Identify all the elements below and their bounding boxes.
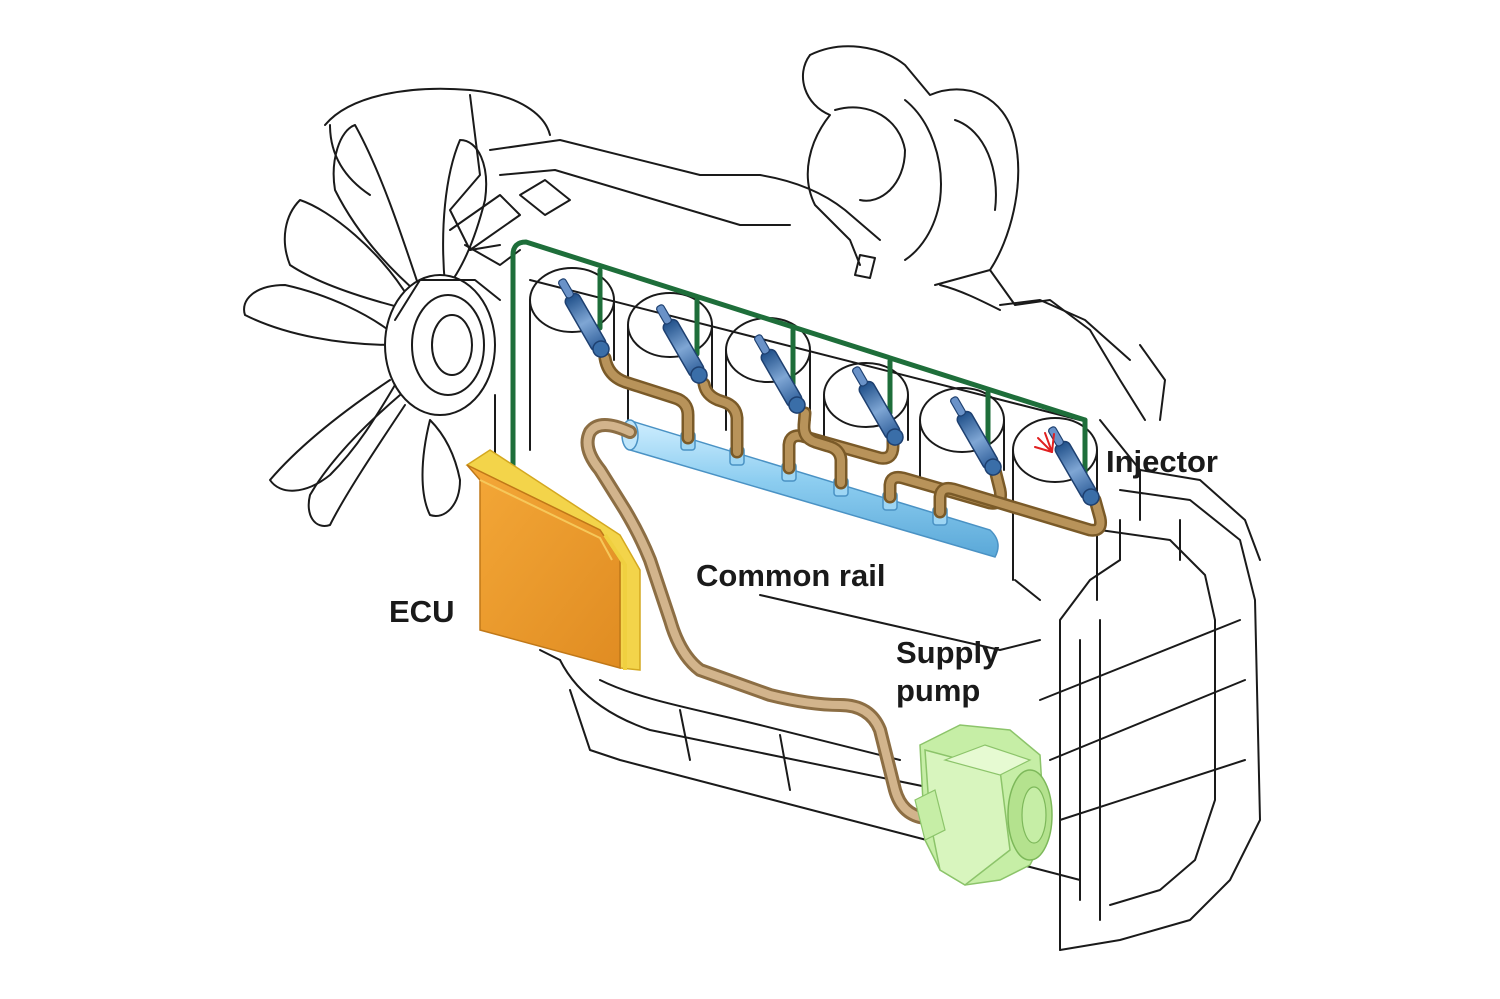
common-rail-label: Common rail [696, 558, 886, 593]
ecu-box [465, 449, 641, 671]
injector-label: Injector [1106, 444, 1218, 479]
supply-pump-label-line2: pump [896, 673, 981, 708]
fan-hub [384, 274, 496, 416]
ecu-wiring [510, 239, 1088, 488]
supply-pump [914, 724, 1053, 886]
fan [243, 124, 488, 527]
supply-pipe [580, 418, 932, 825]
engine-outline [243, 45, 1261, 951]
fuel-spray [1034, 432, 1055, 453]
injection-pipes [598, 351, 1107, 537]
injectors [558, 278, 1100, 506]
supply-pump-label-line1: Supply [896, 635, 1000, 670]
ecu-label: ECU [389, 594, 455, 629]
